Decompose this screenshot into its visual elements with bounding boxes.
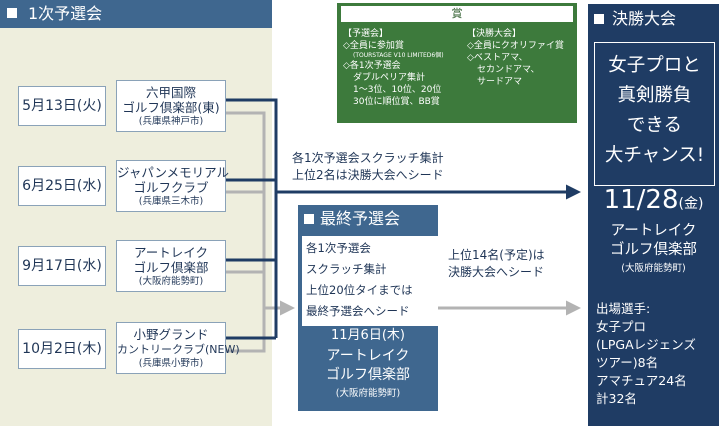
final-date: 11/28(金) [588,184,719,220]
round-2-date: 6月25日(水) [18,166,106,206]
semifinal-title: 最終予選会 [320,209,401,228]
final-venue-line-2: ゴルフ倶楽部 [610,242,697,258]
round-4-venue-line-1: 小野グランド [133,327,209,342]
players-line: 出場選手: [596,301,651,316]
round-2-venue: ジャパンメモリアル ゴルフクラブ (兵庫県三木市) [116,160,230,212]
semifinal-desc-line: 最終予選会へシード [306,304,410,318]
round-1-date: 5月13日(火) [18,86,106,126]
prize-qualifying-column: 【予選会】 ◇全員に参加賞 (TOURSTAGE V10 LIMITED6個) … [343,28,444,108]
players-line: アマチュア24名 [596,373,687,388]
prize-final-item: ◇ベストアマ、 [467,53,528,63]
qualifying-header: 1次予選会 [0,0,272,28]
round-1-prefecture: (兵庫県神戸市) [138,116,204,127]
round-4-venue-line-2: カントリークラブ(NEW) [117,343,240,356]
prize-qualifying-item: 30位に順位賞、BB賞 [353,97,440,107]
prize-final-column: 【決勝大会】 ◇全員にクオリファイ賞 ◇ベストアマ、 セカンドアマ、 サードアマ [467,28,564,88]
semifinal-panel: 最終予選会 各1次予選会 スクラッチ集計 上位20位タイまでは 最終予選会へシー… [298,205,438,411]
slogan-line: 女子プロと [608,55,701,76]
connector-to-final [226,98,581,340]
round-2-venue-line-1: ジャパンメモリアル [117,165,230,180]
note-from-semi-line-1: 上位14名(予定)は [448,248,545,262]
players-line: 計32名 [596,391,637,406]
prize-qualifying-item: ダブルペリア集計 [353,73,426,83]
final-prefecture: (大阪府能勢町) [621,263,686,274]
note-from-semi-line-2: 決勝大会へシード [448,265,545,279]
round-4-prefecture: (兵庫県小野市) [138,358,204,369]
round-3-venue-line-2: ゴルフ倶楽部 [133,260,209,275]
final-slogan: 女子プロと 真剣勝負 できる 大チャンス! [594,42,715,186]
prize-final-item: サードアマ [477,77,523,87]
prize-title: 賞 [341,6,573,22]
semifinal-venue-line-2: ゴルフ倶楽部 [326,367,410,383]
prize-qualifying-heading: 【予選会】 [343,29,389,39]
semifinal-description: 各1次予選会 スクラッチ集計 上位20位タイまでは 最終予選会へシード [302,236,438,326]
round-4-date: 10月2日(木) [18,329,106,369]
round-2-prefecture: (兵庫県三木市) [138,196,204,207]
final-weekday: (金) [678,196,704,212]
note-to-final-line-2: 上位2名は決勝大会へシード [292,168,444,182]
players-line: 女子プロ [596,319,647,334]
note-from-semifinal: 上位14名(予定)は 決勝大会へシード [448,247,545,281]
prize-final-heading: 【決勝大会】 [467,29,522,39]
semifinal-date: 11月6日(木) [331,328,405,343]
header-square-icon [304,214,314,224]
players-line: ツアー)8名 [596,355,659,370]
players-line: (LPGAレジェンズ [596,337,696,352]
prize-qualifying-item: (TOURSTAGE V10 LIMITED6個) [353,52,444,59]
prize-qualifying-item: ◇全員に参加賞 [343,41,404,51]
round-4-venue: 小野グランド カントリークラブ(NEW) (兵庫県小野市) [116,322,240,374]
final-panel: 決勝大会 女子プロと 真剣勝負 できる 大チャンス! 11/28(金) アートレ… [588,4,719,426]
round-1-venue: 六甲国際 ゴルフ倶楽部(東) (兵庫県神戸市) [116,80,226,132]
prize-final-item: セカンドアマ、 [477,65,540,75]
round-2-venue-line-2: ゴルフクラブ [133,180,209,195]
prize-box: 賞 【予選会】 ◇全員に参加賞 (TOURSTAGE V10 LIMITED6個… [337,3,577,123]
semifinal-desc-line: 各1次予選会 [306,241,371,255]
semifinal-desc-line: 上位20位タイまでは [306,283,413,297]
semifinal-venue-line-1: アートレイク [326,348,410,364]
round-1-venue-line-1: 六甲国際 [145,85,196,100]
round-3-date: 9月17日(水) [18,246,106,286]
round-3-venue: アートレイク ゴルフ倶楽部 (大阪府能勢町) [116,240,226,292]
qualifying-title: 1次予選会 [28,4,103,23]
final-venue-line-1: アートレイク [610,223,697,239]
header-square-icon [594,14,604,24]
prize-qualifying-item: 1〜3位、10位、20位 [353,85,442,95]
round-3-venue-line-1: アートレイク [133,245,208,260]
prize-qualifying-item: ◇各1次予選会 [343,61,401,71]
slogan-line: できる [626,115,683,136]
slogan-line: 大チャンス! [604,145,705,166]
final-players: 出場選手: 女子プロ (LPGAレジェンズ ツアー)8名 アマチュア24名 計3… [596,300,696,408]
final-title: 決勝大会 [612,9,677,28]
round-3-prefecture: (大阪府能勢町) [138,276,204,287]
round-1-venue-line-2: ゴルフ倶楽部(東) [122,100,220,115]
semifinal-desc-line: スクラッチ集計 [306,262,387,276]
semifinal-prefecture: (大阪府能勢町) [335,388,401,399]
note-to-final: 各1次予選会スクラッチ集計 上位2名は決勝大会へシード [292,150,444,184]
prize-final-item: ◇全員にクオリファイ賞 [467,41,564,51]
semifinal-header: 最終予選会 [298,205,460,233]
slogan-line: 真剣勝負 [617,85,692,106]
final-venue: アートレイク ゴルフ倶楽部 [588,222,719,260]
final-header: 決勝大会 [588,4,719,34]
final-date-value: 11/28 [603,185,679,215]
connector-to-semifinal [226,111,295,353]
header-square-icon [7,8,17,18]
semifinal-venue: アートレイク ゴルフ倶楽部 [298,347,438,385]
note-to-final-line-1: 各1次予選会スクラッチ集計 [292,151,444,165]
